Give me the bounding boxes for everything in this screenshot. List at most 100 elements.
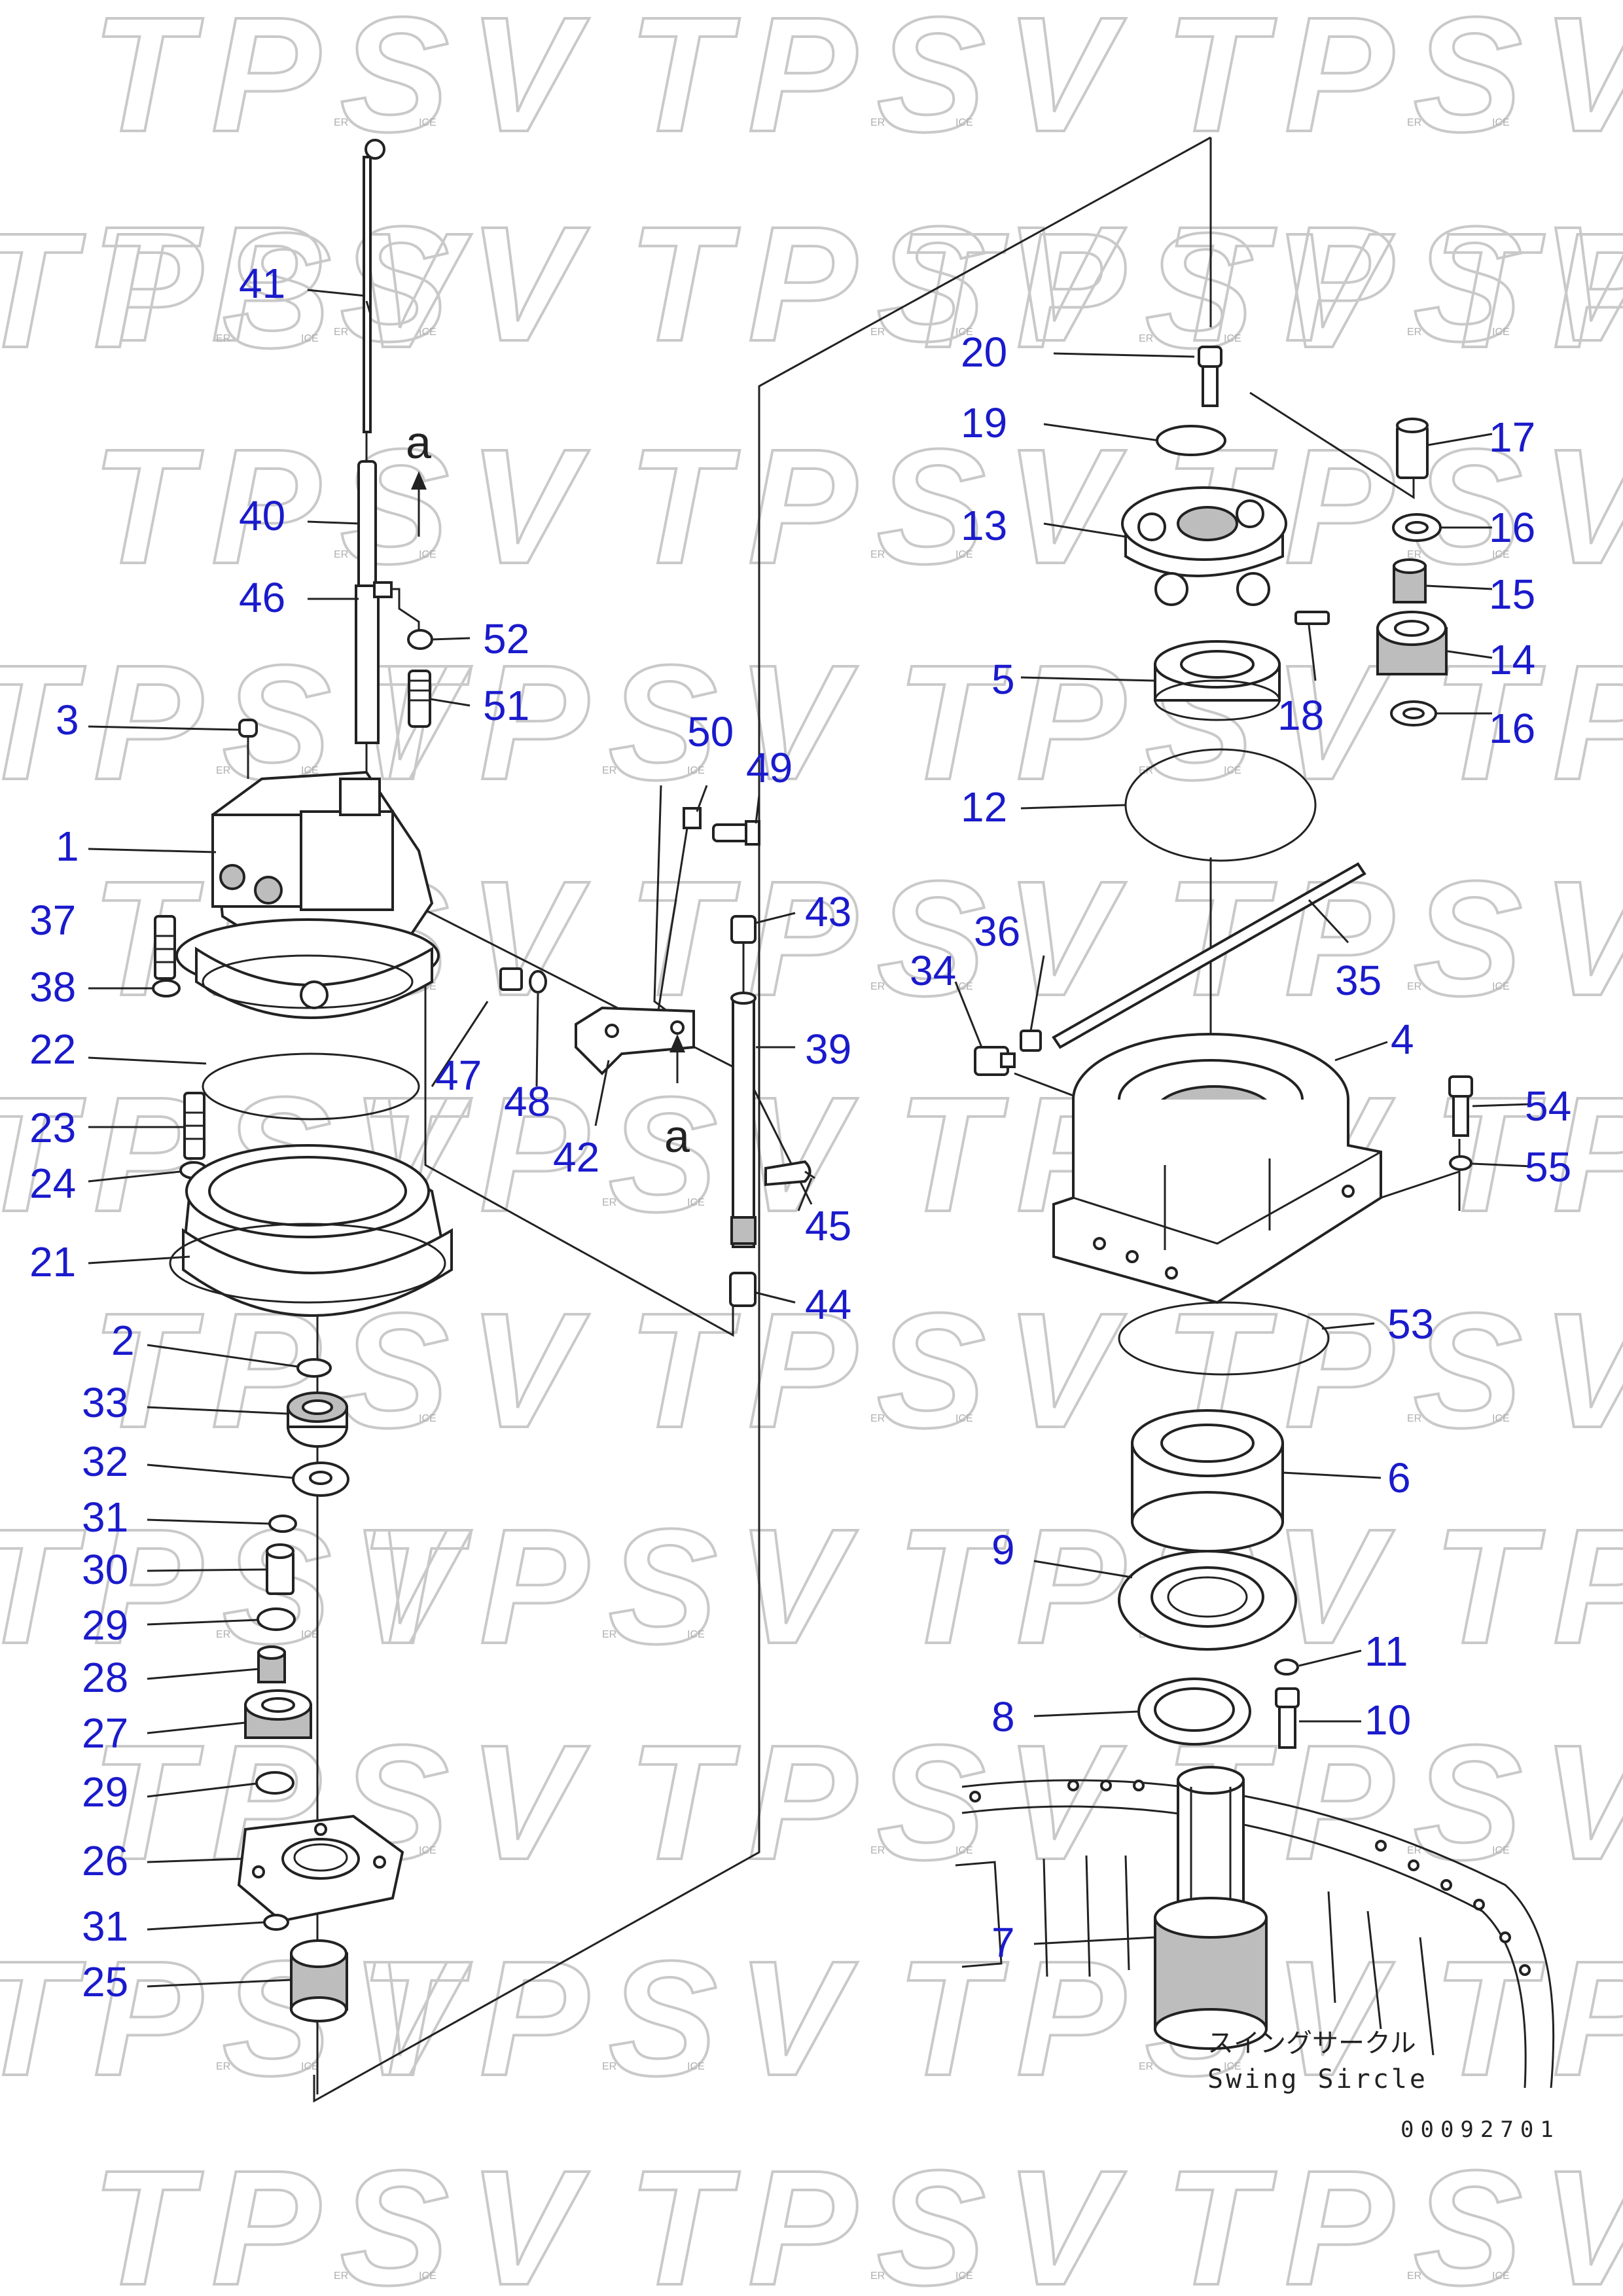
watermark-small-right: ICE xyxy=(1224,2061,1241,2072)
part-28-needle-bearing xyxy=(257,1645,286,1683)
callout-53: 53 xyxy=(1387,1300,1434,1348)
part-35-rod xyxy=(1052,862,1366,1049)
callout-13: 13 xyxy=(961,502,1007,549)
part-1-swing-motor xyxy=(175,770,440,1019)
callout-28: 28 xyxy=(82,1654,128,1701)
watermark-small-right: ICE xyxy=(1492,117,1510,128)
watermark-brand: TPSV xyxy=(1165,2136,1623,2296)
watermark-brand: TPSV xyxy=(897,1927,1402,2109)
watermark-brand: TPSV xyxy=(628,415,1134,598)
watermark-small-left: ER xyxy=(1407,117,1421,128)
watermark-small-right: ICE xyxy=(955,117,973,128)
watermark-brand: TPSV xyxy=(92,192,597,375)
watermark-brand: TPSV xyxy=(0,1495,480,1677)
callout-1: 1 xyxy=(56,823,79,870)
watermark-brand: TPSV xyxy=(628,0,1134,166)
part-27-planet-gear xyxy=(244,1689,312,1739)
part-17-shaft xyxy=(1396,418,1429,479)
part-26-carrier xyxy=(237,1814,404,1923)
callout-numbers: 1234567891011121314151616171819202122232… xyxy=(29,260,1571,2005)
watermark-small-left: ER xyxy=(870,1413,885,1424)
watermark-small-right: ICE xyxy=(955,327,973,338)
watermark-small-left: ER xyxy=(870,2270,885,2282)
watermark-small-right: ICE xyxy=(955,2270,973,2282)
callout-5: 5 xyxy=(991,656,1015,703)
watermark-small-right: ICE xyxy=(687,765,705,776)
watermark-small-right: ICE xyxy=(1492,1845,1510,1856)
callout-17: 17 xyxy=(1489,414,1535,461)
part-8-seal xyxy=(1137,1677,1251,1746)
callout-55: 55 xyxy=(1525,1143,1571,1191)
part-32-thrust-washer xyxy=(292,1462,349,1497)
watermark-small-right: ICE xyxy=(1492,2270,1510,2282)
callout-23: 23 xyxy=(29,1104,76,1151)
callout-54: 54 xyxy=(1525,1083,1571,1130)
watermark-brand: TPSV xyxy=(360,631,866,814)
watermark-brand: TPSV xyxy=(92,2136,597,2296)
watermark-small-left: ER xyxy=(334,327,348,338)
part-45-hose-clamp xyxy=(764,1160,815,1187)
left-assembly xyxy=(152,139,453,2022)
watermark-small-left: ER xyxy=(1407,1845,1421,1856)
part-19-plate xyxy=(1156,425,1226,456)
watermark-small-right: ICE xyxy=(955,549,973,560)
watermark-small-right: ICE xyxy=(419,2270,437,2282)
watermark-small-left: ER xyxy=(1139,2061,1153,2072)
callout-30: 30 xyxy=(82,1546,128,1593)
part-13-carrier xyxy=(1121,486,1287,606)
callout-16a: 16 xyxy=(1489,504,1535,551)
reference-mark-a-top: a xyxy=(406,417,431,537)
watermark-small-left: ER xyxy=(216,2061,230,2072)
part-16-washer-upper xyxy=(1392,513,1442,542)
part-22-o-ring xyxy=(202,1052,420,1121)
part-40-pipe xyxy=(357,460,377,594)
watermark-small-right: ICE xyxy=(419,1845,437,1856)
part-46-elbow xyxy=(355,581,420,744)
callout-22: 22 xyxy=(29,1026,76,1073)
watermark-small-left: ER xyxy=(870,327,885,338)
watermark-small-right: ICE xyxy=(301,765,319,776)
part-39-drain-pipe xyxy=(730,992,757,1248)
part-14-planet-gear xyxy=(1376,611,1448,675)
part-34-fitting xyxy=(974,1046,1016,1076)
part-31-snap-ring-upper xyxy=(268,1515,297,1533)
part-9-cover xyxy=(1118,1550,1297,1651)
watermark-small-right: ICE xyxy=(955,1413,973,1424)
callout-6: 6 xyxy=(1387,1454,1411,1501)
center-piping xyxy=(499,807,815,1307)
callout-42: 42 xyxy=(553,1134,599,1181)
watermark-small-left: ER xyxy=(216,765,230,776)
callout-12: 12 xyxy=(961,783,1007,831)
watermark-brand: TPSV xyxy=(628,192,1134,375)
callout-41: 41 xyxy=(239,260,285,307)
part-6-bearing xyxy=(1131,1409,1284,1552)
callout-26: 26 xyxy=(82,1837,128,1884)
callout-7: 7 xyxy=(991,1919,1015,1966)
callout-43: 43 xyxy=(805,888,851,935)
right-assembly xyxy=(955,346,1555,2089)
reference-mark-a-bottom-label: a xyxy=(664,1111,690,1162)
part-21-ring-gear xyxy=(169,1144,453,1317)
watermark-brand: TPSV xyxy=(1433,1927,1623,2109)
part-29-washer-lower xyxy=(255,1771,294,1795)
callout-47: 47 xyxy=(435,1052,482,1099)
swing-circle-ring xyxy=(955,1779,1555,2089)
watermark-small-right: ICE xyxy=(687,1629,705,1640)
swing-circle-label-jp: スイングサークル xyxy=(1207,2028,1416,2058)
callout-40: 40 xyxy=(239,492,285,539)
watermark-small-left: ER xyxy=(1407,549,1421,560)
watermark-brand: TPSV xyxy=(360,1495,866,1677)
callout-10: 10 xyxy=(1364,1696,1411,1744)
part-33-bearing xyxy=(287,1391,348,1448)
watermark-brand: TPSV xyxy=(0,631,480,814)
